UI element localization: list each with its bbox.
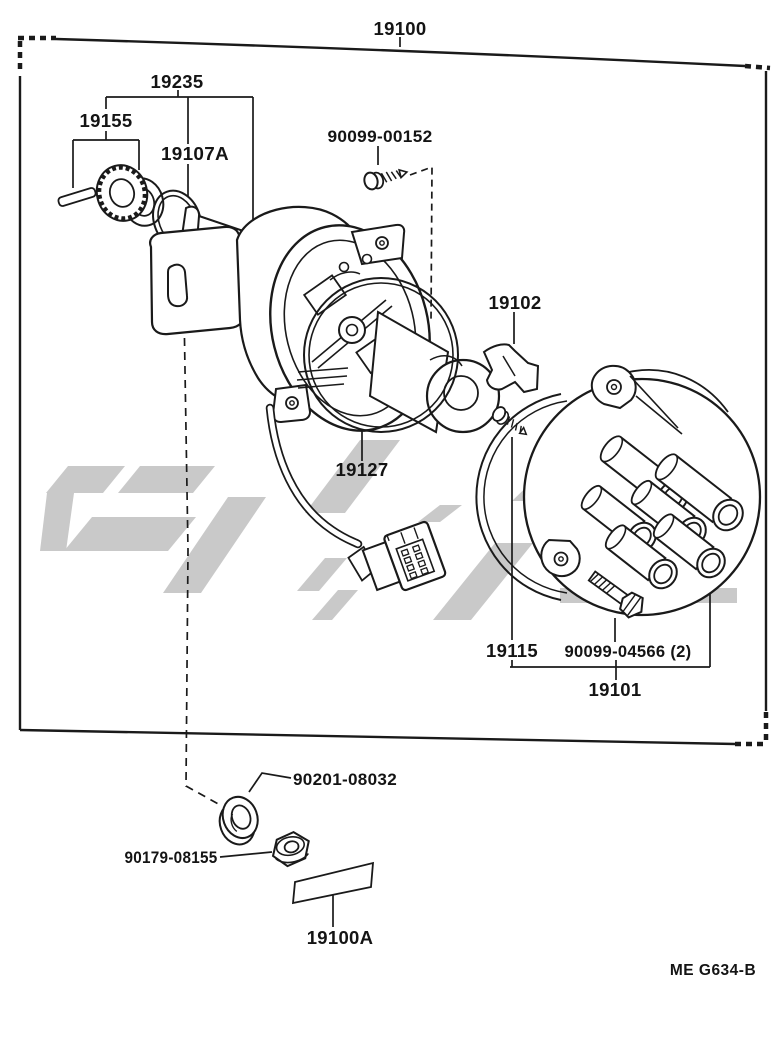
figure-code: ME G634-B	[670, 962, 756, 979]
distributor-cap-drawing	[475, 364, 762, 619]
part-label-19155: 19155	[80, 110, 133, 131]
connector-drawing	[347, 520, 447, 592]
part-labels: 19100 19235 19155 19107A 90099-00152 191…	[80, 18, 756, 979]
dashed-leader-plug-screw	[409, 165, 433, 323]
part-label-19102: 19102	[489, 292, 542, 313]
drive-pin-drawing	[57, 187, 97, 207]
bracket-19235	[105, 90, 254, 228]
part-label-90099-04566: 90099-04566 (2)	[565, 642, 692, 661]
nut-drawing	[271, 830, 310, 868]
cap-towers	[580, 435, 744, 590]
part-label-19101: 19101	[589, 679, 642, 700]
lower-parts-drawing	[218, 795, 375, 905]
dashed-leader-shaft-parts	[183, 309, 223, 807]
washer-drawing	[218, 795, 259, 846]
mounting-flange-drawing	[149, 225, 246, 336]
plug-screw-drawing	[363, 168, 409, 191]
part-label-19100: 19100	[374, 18, 427, 39]
rotor-drawing	[482, 343, 540, 394]
border-bottom	[19, 728, 736, 746]
part-label-19100A: 19100A	[307, 927, 374, 948]
leader-90179-08155	[219, 851, 273, 858]
packing-ring-drawing	[303, 277, 459, 433]
part-label-19115: 19115	[486, 640, 538, 661]
cap-bolt-drawing	[587, 570, 644, 619]
part-label-90099-00152: 90099-00152	[328, 127, 433, 146]
distributor-assembly-drawing	[57, 164, 540, 592]
leader-90201-08032	[248, 772, 292, 793]
part-label-90179-08155: 90179-08155	[125, 848, 218, 867]
diagram-border	[17, 35, 771, 747]
name-plate-drawing	[291, 861, 375, 905]
part-label-19107A: 19107A	[161, 143, 229, 164]
bracket-19101	[510, 579, 711, 680]
leader-lines	[72, 37, 711, 927]
border-corner-topright	[744, 63, 771, 71]
drive-gear-drawing	[95, 164, 149, 222]
part-label-19127: 19127	[336, 459, 389, 480]
part-label-19235: 19235	[151, 71, 204, 92]
wire-harness-drawing	[265, 403, 363, 549]
part-label-90201-08032: 90201-08032	[293, 770, 397, 789]
border-top	[55, 37, 746, 68]
bracket-19155	[72, 139, 140, 188]
